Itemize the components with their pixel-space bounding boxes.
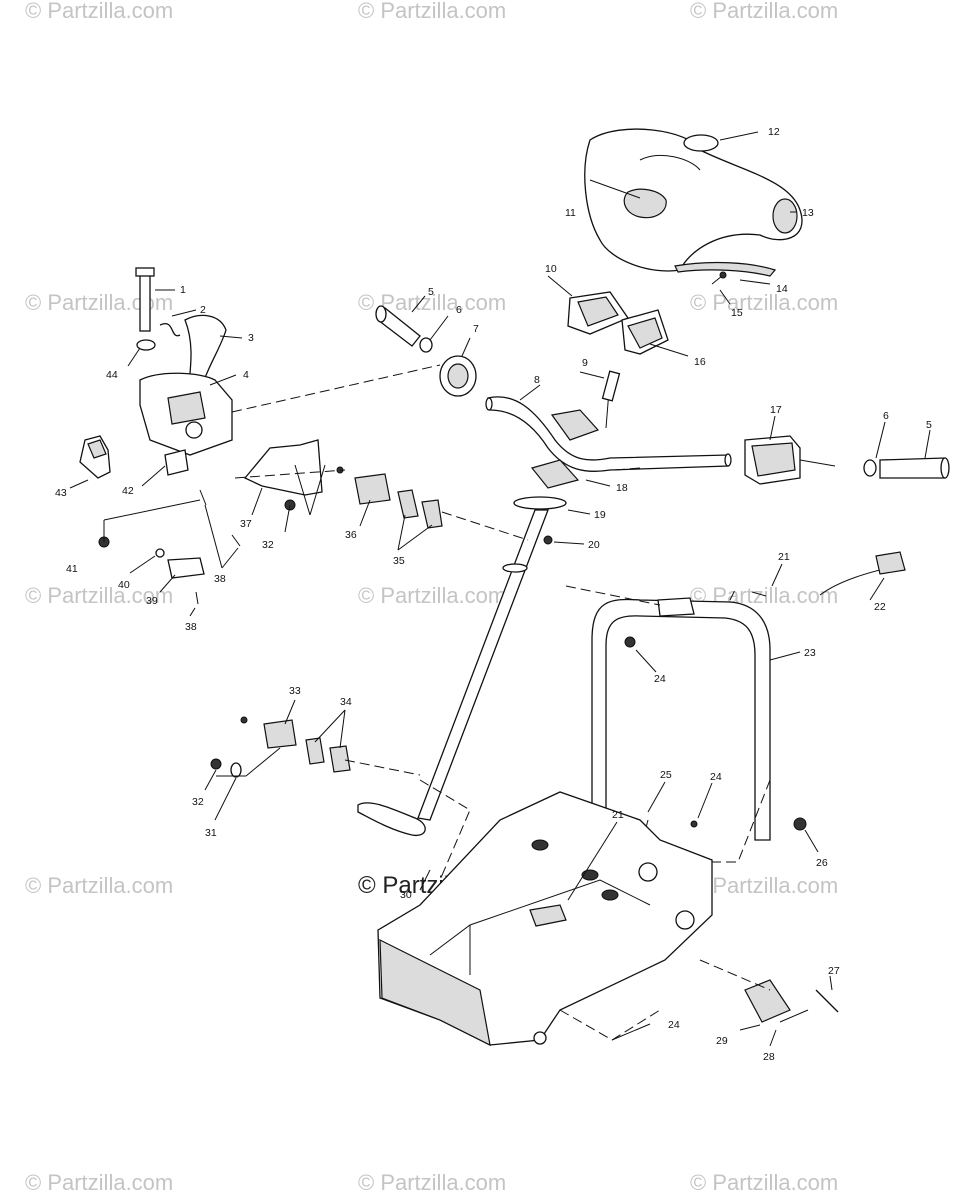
steering-hoop [591, 591, 807, 851]
watermark: © Partzilla.com [25, 1170, 173, 1195]
callout-20: 20 [588, 539, 600, 551]
callout-24: 24 [668, 1019, 680, 1031]
left-grip [375, 305, 477, 397]
callout-41: 41 [66, 563, 78, 575]
callout-30: 30 [400, 889, 412, 901]
callout-9: 9 [582, 357, 588, 369]
watermark: © Partzilla.com [25, 873, 173, 898]
callout-26: 26 [816, 857, 828, 869]
callout-35: 35 [393, 555, 405, 567]
steering-bracket-lower [210, 716, 351, 778]
callout-34: 34 [340, 696, 352, 708]
callout-40: 40 [118, 579, 130, 591]
watermark: © Partzilla.com [358, 1170, 506, 1195]
callout-24: 24 [654, 673, 666, 685]
watermark: © Partzilla.com [25, 0, 173, 23]
callout-19: 19 [594, 509, 606, 521]
callout-21: 21 [612, 809, 624, 821]
callout-5: 5 [926, 419, 932, 431]
callout-18: 18 [616, 482, 628, 494]
throttle-block [567, 291, 669, 355]
callout-33: 33 [289, 685, 301, 697]
callout-13: 13 [802, 207, 814, 219]
callout-38: 38 [214, 573, 226, 585]
callout-44: 44 [106, 369, 118, 381]
callout-25: 25 [660, 769, 672, 781]
callout-1: 1 [180, 284, 186, 296]
watermark: © Partzilla.com [690, 1170, 838, 1195]
wire-harness [819, 551, 906, 596]
watermark-layer: © Partzilla.com © Partzilla.com © Partzi… [25, 0, 838, 1195]
callout-43: 43 [55, 487, 67, 499]
watermark: © Partzilla.com [690, 873, 838, 898]
callout-10: 10 [545, 263, 557, 275]
callout-23: 23 [804, 647, 816, 659]
assembly-lines [231, 364, 771, 1041]
steering-column [357, 496, 567, 837]
callout-6: 6 [883, 410, 889, 422]
leader-lines [69, 131, 931, 1047]
callout-17: 17 [770, 404, 782, 416]
brake-lever-assembly [79, 267, 241, 605]
callout-38: 38 [185, 621, 197, 633]
callout-37: 37 [240, 518, 252, 530]
watermark: © Partzilla.com [690, 290, 838, 315]
callout-3: 3 [248, 332, 254, 344]
callout-36: 36 [345, 529, 357, 541]
callout-24: 24 [710, 771, 722, 783]
watermark: © Partzilla.com [25, 290, 173, 315]
callout-42: 42 [122, 485, 134, 497]
callout-21: 21 [778, 551, 790, 563]
callout-32: 32 [262, 539, 274, 551]
callout-28: 28 [763, 1051, 775, 1063]
switch-housing [744, 435, 950, 485]
callout-39: 39 [146, 595, 158, 607]
callout-4: 4 [243, 369, 249, 381]
callout-8: 8 [534, 374, 540, 386]
callout-12: 12 [768, 126, 780, 138]
callout-31: 31 [205, 827, 217, 839]
watermark: © Partzilla.com [690, 0, 838, 23]
mount-bracket [744, 979, 839, 1023]
callout-2: 2 [200, 304, 206, 316]
callout-22: 22 [874, 601, 886, 613]
callout-27: 27 [828, 965, 840, 977]
handlebar [485, 370, 732, 489]
steering-bracket-upper [243, 439, 443, 529]
chassis-frame [377, 791, 713, 1047]
callout-16: 16 [694, 356, 706, 368]
watermark: © Partzilla.com [358, 583, 506, 608]
callout-29: 29 [716, 1035, 728, 1047]
callout-numbers: 1 2 3 4 44 43 42 41 40 39 38 38 37 32 36… [55, 126, 932, 1063]
callout-15: 15 [731, 307, 743, 319]
callout-14: 14 [776, 283, 788, 295]
callout-6: 6 [456, 304, 462, 316]
callout-5: 5 [428, 286, 434, 298]
handlebar-pad [584, 128, 803, 285]
watermark: © Partzilla.com [25, 583, 173, 608]
watermark: © Partzilla.com [358, 0, 506, 23]
callout-32: 32 [192, 796, 204, 808]
callout-11: 11 [565, 207, 576, 219]
callout-7: 7 [473, 323, 479, 335]
